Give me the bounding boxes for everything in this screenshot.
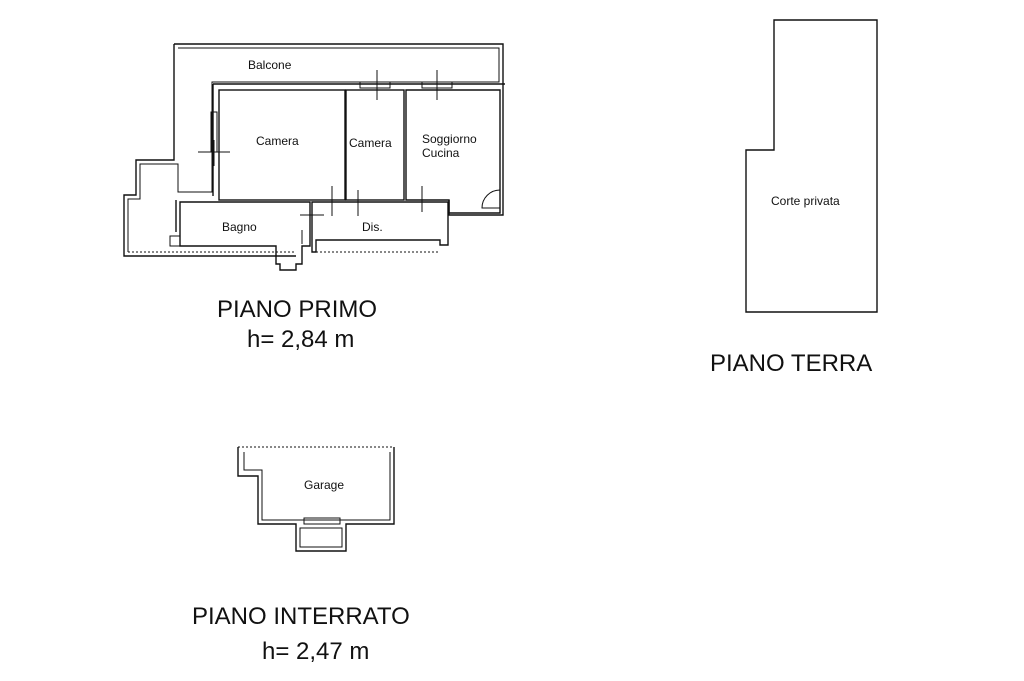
window-camera-2 xyxy=(359,81,391,89)
outer-wall-block xyxy=(212,83,505,196)
garage-door xyxy=(303,517,341,525)
room-camera-1-walls xyxy=(218,89,346,201)
room-soggiorno-walls xyxy=(405,89,501,214)
bagno-fixture xyxy=(169,235,181,247)
piano-terra-title: PIANO TERRA xyxy=(710,350,872,377)
piano-terra-plan: Corte privata PIANO TERRA xyxy=(710,19,878,377)
piano-primo-height: h= 2,84 m xyxy=(247,326,354,353)
piano-interrato-title: PIANO INTERRATO xyxy=(192,603,410,630)
piano-interrato-height: h= 2,47 m xyxy=(262,638,369,665)
survey-marks xyxy=(198,70,438,244)
corte-privata-outline xyxy=(745,19,878,313)
room-dis-walls xyxy=(311,201,449,253)
label-cucina: Cucina xyxy=(422,146,460,160)
garage-inner-wall xyxy=(243,452,391,521)
label-dis: Dis. xyxy=(362,220,383,234)
door-swing xyxy=(481,189,501,209)
balcony-inner-outline xyxy=(127,47,500,252)
garage-ramp xyxy=(299,527,343,548)
label-soggiorno: Soggiorno xyxy=(422,132,477,146)
label-bagno: Bagno xyxy=(222,220,257,234)
label-camera-2: Camera xyxy=(349,136,392,150)
room-camera-2-walls xyxy=(345,89,405,201)
piano-interrato-plan: Garage PIANO INTERRATO h= 2,47 m xyxy=(192,446,410,665)
room-bagno-walls xyxy=(179,201,311,271)
piano-primo-plan: Balcone Camera Camera Soggiorno Cucina B… xyxy=(123,43,505,353)
label-balcone: Balcone xyxy=(248,58,292,72)
piano-primo-title: PIANO PRIMO xyxy=(217,296,377,323)
garage-outline xyxy=(237,447,395,552)
label-camera-1: Camera xyxy=(256,134,299,148)
label-garage: Garage xyxy=(304,478,344,492)
label-corte-privata: Corte privata xyxy=(771,194,840,208)
